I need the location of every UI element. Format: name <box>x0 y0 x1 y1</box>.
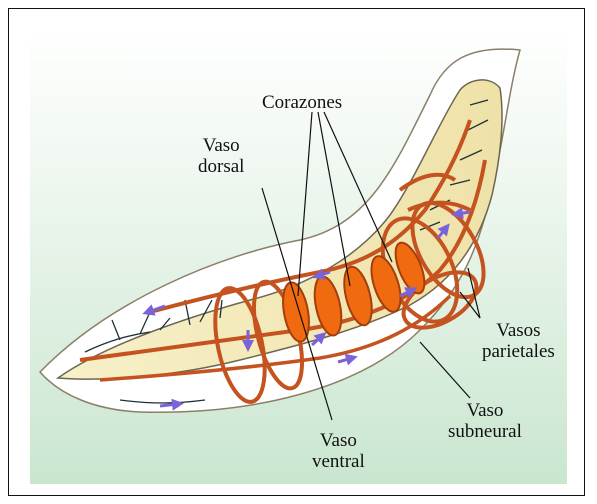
label-vaso-dorsal: Vaso dorsal <box>198 135 244 177</box>
label-corazones: Corazones <box>262 92 342 113</box>
label-vaso-subneural-line1: Vaso <box>448 400 522 421</box>
flow-arrow-icon <box>160 404 178 406</box>
label-corazones-text: Corazones <box>262 92 342 113</box>
label-vaso-ventral-line1: Vaso <box>312 430 365 451</box>
label-vaso-ventral: Vaso ventral <box>312 430 365 472</box>
label-vaso-ventral-line2: ventral <box>312 451 365 472</box>
flow-arrow-icon <box>457 212 470 214</box>
label-vaso-subneural-line2: subneural <box>448 421 522 442</box>
label-vasos-parietales: Vasos parietales <box>482 320 555 362</box>
label-vaso-dorsal-line2: dorsal <box>198 156 244 177</box>
label-vaso-dorsal-line1: Vaso <box>198 135 244 156</box>
label-vasos-parietales-line1: Vasos <box>482 320 555 341</box>
label-vasos-parietales-line2: parietales <box>482 341 555 362</box>
label-vaso-subneural: Vaso subneural <box>448 400 522 442</box>
